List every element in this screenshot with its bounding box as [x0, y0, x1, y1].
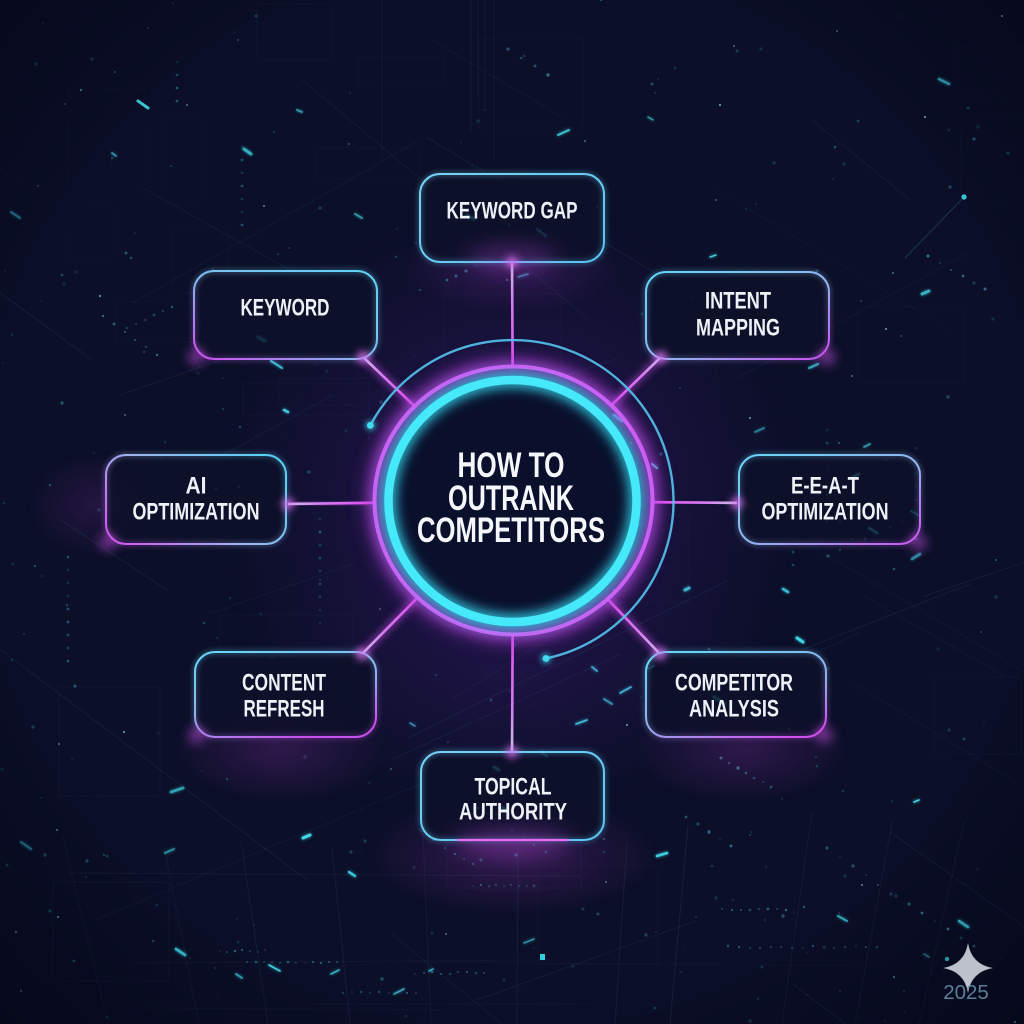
svg-text:2025: 2025 — [943, 981, 989, 1004]
